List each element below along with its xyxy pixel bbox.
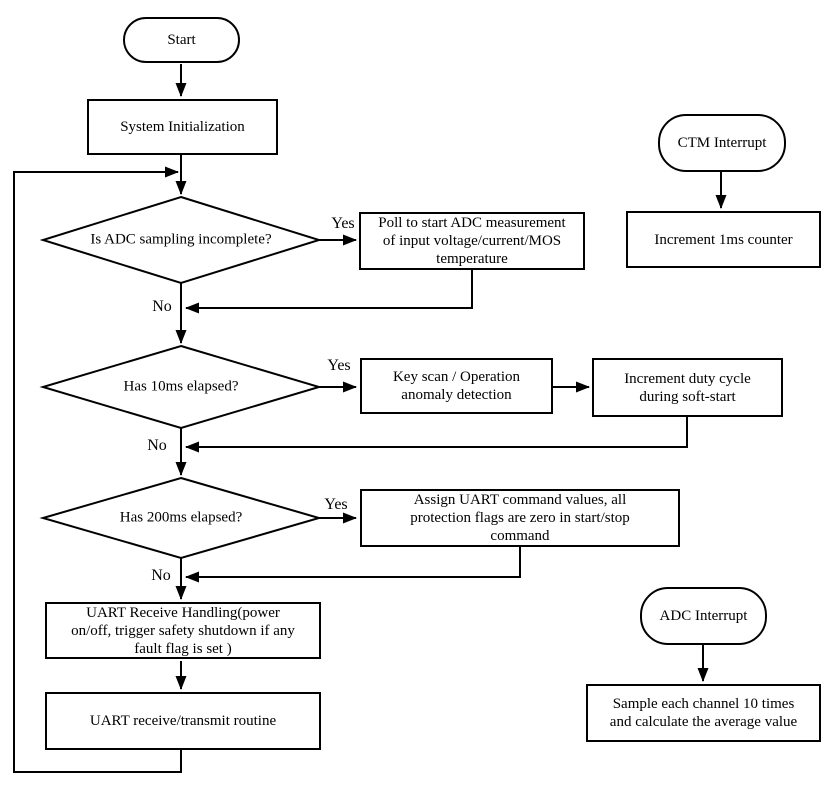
ctm-interrupt-terminal: CTM Interrupt	[658, 114, 786, 172]
decision-200ms-shape	[39, 476, 323, 560]
decision-adc-sampling-label: Is ADC sampling incomplete?	[90, 231, 272, 248]
no-label-200ms-decision: No	[151, 567, 171, 584]
edge-loop-back	[13, 166, 182, 773]
poll-adc-measurement-box: Poll to start ADC measurement of input v…	[359, 212, 585, 270]
sample-average-box: Sample each channel 10 times and calcula…	[586, 684, 821, 742]
system-initialization-box: System Initialization	[87, 99, 278, 155]
uart-receive-transmit-routine-box: UART receive/transmit routine	[45, 692, 321, 750]
yes-label-adc-decision: Yes	[331, 215, 355, 232]
decision-10ms-label: Has 10ms elapsed?	[123, 378, 239, 395]
increment-duty-cycle-box: Increment duty cycle during soft-start	[592, 358, 783, 417]
yes-label-200ms-decision: Yes	[324, 496, 348, 513]
decision-10ms-shape	[39, 344, 323, 430]
uart-receive-handling-box: UART Receive Handling(power on/off, trig…	[45, 602, 321, 659]
decision-adc-sampling-shape	[39, 195, 323, 285]
edge-dutycycle-to-merge	[185, 417, 688, 453]
increment-1ms-counter-box: Increment 1ms counter	[626, 211, 821, 268]
edge-poll-to-merge	[185, 270, 473, 314]
no-label-adc-decision: No	[152, 298, 172, 315]
yes-label-10ms-decision: Yes	[327, 357, 351, 374]
key-scan-box: Key scan / Operation anomaly detection	[360, 358, 553, 414]
decision-200ms-label: Has 200ms elapsed?	[119, 509, 243, 526]
adc-interrupt-terminal: ADC Interrupt	[640, 587, 767, 645]
start-terminal: Start	[123, 17, 240, 63]
assign-uart-command-box: Assign UART command values, all protecti…	[360, 489, 680, 547]
no-label-10ms-decision: No	[147, 437, 167, 454]
edge-assign-to-merge	[185, 547, 521, 583]
